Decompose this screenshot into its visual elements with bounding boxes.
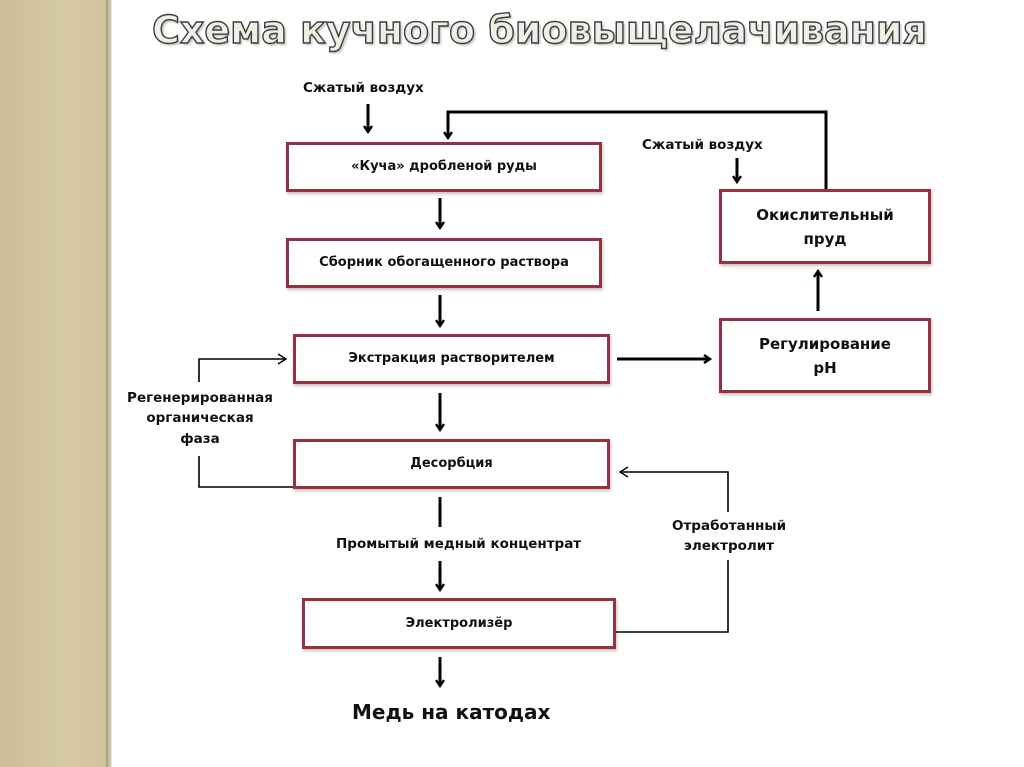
arrow-spent-electrolyte-top <box>618 466 729 512</box>
node-heap-label: «Куча» дробленой руды <box>351 159 537 175</box>
node-electrolyzer: Электролизёр <box>302 598 616 649</box>
arrow-regenerated-loop-top <box>198 353 288 382</box>
washed-concentrate-label: Промытый медный концентрат <box>336 536 582 552</box>
spent-electrolyte-label: Отработанный электролит <box>672 516 786 557</box>
node-collector-label: Сборник обогащенного раствора <box>319 255 569 271</box>
node-heap: «Куча» дробленой руды <box>286 142 602 192</box>
node-extraction: Экстракция растворителем <box>293 334 610 384</box>
spent-electrolyte-line1: Отработанный <box>672 518 787 534</box>
node-ph-control-label: Регулирование pH <box>759 332 891 380</box>
side-decor-panel <box>0 0 106 767</box>
regenerated-phase-line1: Регенерированная <box>127 390 273 406</box>
node-oxidation-pond-line1: Окислительный <box>756 205 894 224</box>
arrow-pond-to-heap <box>443 110 828 190</box>
regenerated-phase-label: Регенерированная органическая фаза <box>122 388 278 449</box>
node-oxidation-pond-line2: пруд <box>803 229 847 248</box>
node-oxidation-pond: Окислительный пруд <box>719 189 931 264</box>
node-collector: Сборник обогащенного раствора <box>286 238 602 288</box>
spent-electrolyte-line2: электролит <box>683 538 775 555</box>
node-ph-control-line1: Регулирование <box>759 334 891 353</box>
node-extraction-label: Экстракция растворителем <box>348 351 555 367</box>
regenerated-phase-line3: фаза <box>180 430 220 447</box>
node-oxidation-pond-label: Окислительный пруд <box>756 203 894 251</box>
compressed-air-label-left: Сжатый воздух <box>303 80 424 96</box>
result-label: Медь на катодах <box>352 700 551 724</box>
line-regenerated-loop-bottom <box>198 456 295 488</box>
node-desorption-label: Десорбция <box>410 456 493 472</box>
regenerated-phase-line2: органическая <box>146 410 254 427</box>
node-desorption: Десорбция <box>293 439 610 489</box>
line-spent-electrolyte-bottom <box>616 560 729 633</box>
side-decor-edge <box>106 0 112 767</box>
node-ph-control-line2: pH <box>813 358 837 377</box>
node-ph-control: Регулирование pH <box>719 318 931 393</box>
slide-title: Схема кучного биовыщелачивания <box>151 7 927 52</box>
node-electrolyzer-label: Электролизёр <box>405 615 513 631</box>
compressed-air-label-right: Сжатый воздух <box>642 137 763 153</box>
